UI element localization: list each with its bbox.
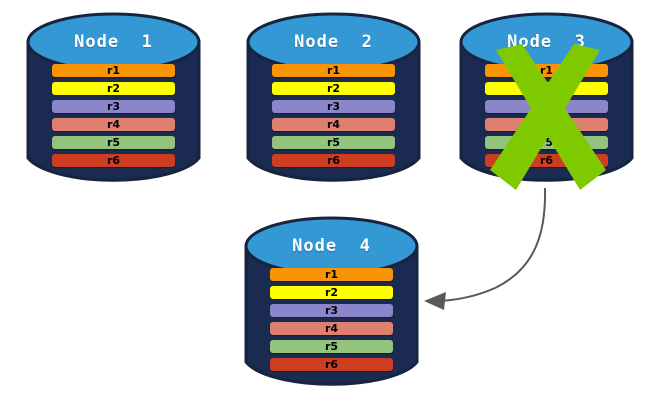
cylinder-top-ellipse	[244, 216, 419, 276]
row-bar-r6[interactable]: r6	[270, 358, 393, 371]
row-bar-r3[interactable]: r3	[270, 304, 393, 317]
node-1[interactable]: Node 1 r1 r2 r3 r4 r5 r6	[25, 8, 202, 192]
row-bar-r6[interactable]: r6	[52, 154, 175, 167]
row-bar-r6[interactable]: r6	[272, 154, 395, 167]
node-2-rows: r1 r2 r3 r4 r5 r6	[245, 64, 422, 167]
row-bar-r4[interactable]: r4	[52, 118, 175, 131]
arrow-head	[424, 292, 446, 310]
row-bar-r5[interactable]: r5	[52, 136, 175, 149]
row-bar-r2[interactable]: r2	[272, 82, 395, 95]
row-bar-r2[interactable]: r2	[270, 286, 393, 299]
row-bar-r3[interactable]: r3	[52, 100, 175, 113]
row-bar-r1[interactable]: r1	[270, 268, 393, 281]
row-bar-r2[interactable]: r2	[485, 82, 608, 95]
node-3-rows: r1 r2 r3 r4 r5 r6	[458, 64, 635, 167]
node-2[interactable]: Node 2 r1 r2 r3 r4 r5 r6	[245, 8, 422, 192]
row-bar-r2[interactable]: r2	[52, 82, 175, 95]
row-bar-r4[interactable]: r4	[270, 322, 393, 335]
cylinder-top-ellipse	[459, 12, 634, 72]
node-3[interactable]: Node 3 r1 r2 r3 r4 r5 r6	[458, 8, 635, 192]
row-bar-r5[interactable]: r5	[485, 136, 608, 149]
row-bar-r1[interactable]: r1	[272, 64, 395, 77]
row-bar-r4[interactable]: r4	[272, 118, 395, 131]
node-4[interactable]: Node 4 r1 r2 r3 r4 r5 r6	[243, 212, 420, 396]
row-bar-r4[interactable]: r4	[485, 118, 608, 131]
row-bar-r3[interactable]: r3	[272, 100, 395, 113]
node-4-rows: r1 r2 r3 r4 r5 r6	[243, 268, 420, 371]
row-bar-r1[interactable]: r1	[52, 64, 175, 77]
arrow-curve	[439, 187, 547, 302]
row-bar-r6[interactable]: r6	[485, 154, 608, 167]
row-bar-r3[interactable]: r3	[485, 100, 608, 113]
row-bar-r5[interactable]: r5	[270, 340, 393, 353]
row-bar-r5[interactable]: r5	[272, 136, 395, 149]
cylinder-top-ellipse	[26, 12, 201, 72]
node-1-rows: r1 r2 r3 r4 r5 r6	[25, 64, 202, 167]
cylinder-top-ellipse	[246, 12, 421, 72]
row-bar-r1[interactable]: r1	[485, 64, 608, 77]
